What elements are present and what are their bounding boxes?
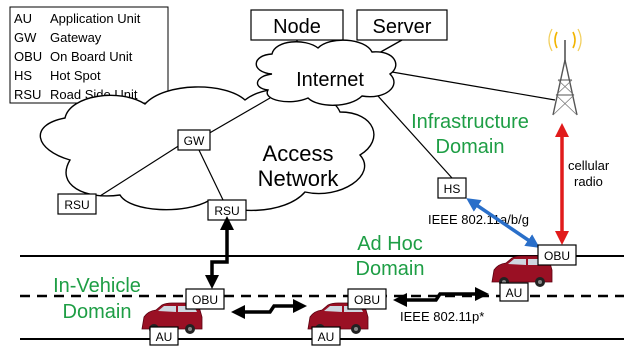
legend-desc-au: Application Unit xyxy=(50,11,141,26)
au-left-box xyxy=(149,326,179,346)
adhoc-domain-line2: Domain xyxy=(356,258,425,280)
access-network-line1: Access xyxy=(263,141,334,166)
legend-desc-gw: Gateway xyxy=(50,30,102,45)
infrastructure-domain-line1: Infrastructure xyxy=(411,111,529,133)
access-network-line2: Network xyxy=(258,166,340,191)
gw-label: GW xyxy=(184,134,205,148)
server-label: Server xyxy=(373,16,432,38)
invehicle-domain-line2: Domain xyxy=(63,301,132,323)
internet-cloud xyxy=(255,39,397,106)
au-mid-label: AU xyxy=(318,330,335,344)
ieee-p-label: IEEE 802.11p* xyxy=(400,309,484,324)
ieee-abg-label: IEEE 802.11a/b/g xyxy=(428,212,529,227)
legend-frame xyxy=(9,6,169,104)
legend-abbr-hs: HS xyxy=(14,68,32,83)
legend-abbr-rsu: RSU xyxy=(14,87,41,102)
v2v-arrow-left xyxy=(231,299,307,319)
au-mid-box xyxy=(311,326,341,346)
infrastructure-domain-line2: Domain xyxy=(436,136,505,158)
legend-abbr-au: AU xyxy=(14,11,32,26)
cellular-label-line1: cellular xyxy=(568,158,610,173)
adhoc-domain-line1: Ad Hoc xyxy=(357,233,423,255)
legend-abbr-obu: OBU xyxy=(14,49,42,64)
rsu-center-label: RSU xyxy=(214,204,239,218)
server-box xyxy=(356,9,448,41)
gw-box xyxy=(177,129,211,151)
legend: AU Application Unit GW Gateway OBU On Bo… xyxy=(9,6,169,104)
hs-box xyxy=(437,177,467,199)
gw-rsu-left-link xyxy=(99,144,181,197)
legend-desc-obu: On Board Unit xyxy=(50,49,133,64)
au-left-label: AU xyxy=(156,330,173,344)
legend-desc-hs: Hot Spot xyxy=(50,68,101,83)
invehicle-domain-line1: In-Vehicle xyxy=(53,275,141,297)
legend-abbr-gw: GW xyxy=(14,30,37,45)
node-label: Node xyxy=(273,16,321,38)
internet-label: Internet xyxy=(296,69,364,91)
cellular-label-line2: radio xyxy=(574,174,603,189)
obu-right-label: OBU xyxy=(544,249,570,263)
v2v-arrow-right xyxy=(393,287,489,307)
au-right-label: AU xyxy=(506,286,523,300)
rsu-left-label: RSU xyxy=(64,198,89,212)
gw-rsu-center-link xyxy=(197,147,225,203)
obu-mid-label: OBU xyxy=(354,293,380,307)
obu-right-box xyxy=(537,244,577,266)
rsu-obu-arrow xyxy=(205,216,234,289)
internet-tower-link xyxy=(391,71,556,101)
au-right-box xyxy=(499,282,529,302)
wifi-abg-arrow xyxy=(466,198,540,248)
rsu-left-box xyxy=(57,193,97,215)
obu-mid-box xyxy=(347,288,387,310)
hs-label: HS xyxy=(444,182,461,196)
obu-left-box xyxy=(185,288,225,310)
internet-hs-link xyxy=(377,95,453,179)
cell-tower-icon xyxy=(548,28,582,116)
obu-left-label: OBU xyxy=(192,293,218,307)
